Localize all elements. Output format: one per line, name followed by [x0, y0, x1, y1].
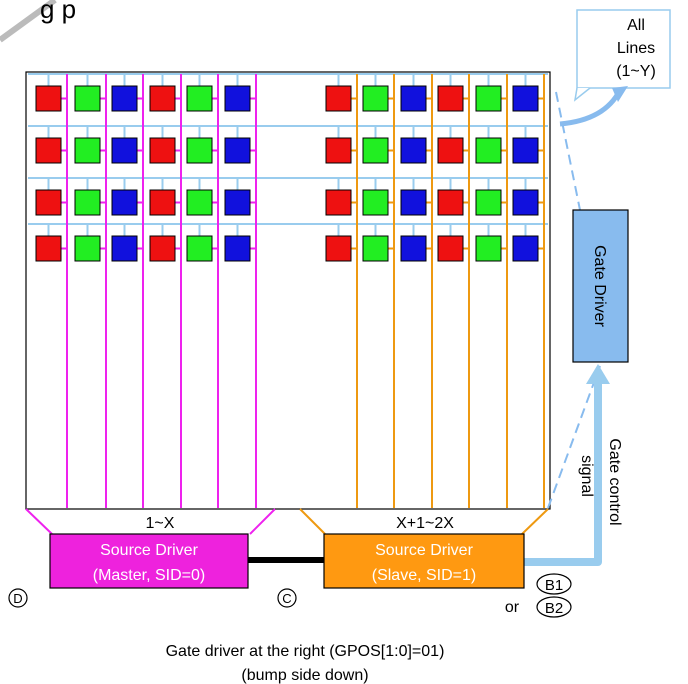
header-fragment: g p [40, 0, 76, 24]
pixel-r3-right-5 [475, 189, 502, 216]
pixel-r1-left-6 [224, 85, 251, 112]
pixel-r4-left-3 [111, 235, 138, 262]
pixel-r2-right-1 [325, 137, 352, 164]
slave-connector [299, 508, 549, 535]
callout-line-2: Lines [617, 40, 655, 57]
pixel-r3-left-3 [111, 189, 138, 216]
gate-connector-bottom [547, 365, 601, 509]
pixel-r4-left-5 [186, 235, 213, 262]
pixel-r4-right-3 [400, 235, 427, 262]
pixel-r2-right-4 [437, 137, 464, 164]
corner-fragment-shape [0, 0, 57, 43]
pixel-r3-right-6 [512, 189, 539, 216]
pixel-r4-right-2 [362, 235, 389, 262]
pixel-r1-right-5 [475, 85, 502, 112]
pixel-r4-left-1 [35, 235, 62, 262]
pixel-r1-right-4 [437, 85, 464, 112]
marker-d: D [8, 588, 28, 608]
display-panel [25, 71, 551, 510]
pixel-r3-left-6 [224, 189, 251, 216]
pixel-r2-right-5 [475, 137, 502, 164]
pixel-r2-right-3 [400, 137, 427, 164]
pixel-r4-right-5 [475, 235, 502, 262]
gate-signal-line-2: signal [578, 455, 595, 497]
callout-arrow-head [612, 86, 628, 102]
marker-b1: B1 [536, 573, 572, 595]
pixel-r2-left-4 [149, 137, 176, 164]
source-lines [66, 74, 545, 508]
pixel-r3-left-2 [74, 189, 101, 216]
pixel-r1-right-3 [400, 85, 427, 112]
range-left: 1~X [146, 515, 175, 532]
marker-c-label: C [282, 591, 291, 606]
pixel-r1-left-1 [35, 85, 62, 112]
pixel-r1-left-5 [186, 85, 213, 112]
pixel-r4-right-6 [512, 235, 539, 262]
pixel-r3-left-5 [186, 189, 213, 216]
pixel-r2-left-5 [186, 137, 213, 164]
pixel-r2-left-1 [35, 137, 62, 164]
callout-arrow [559, 88, 623, 127]
range-right: X+1~2X [396, 515, 454, 532]
pixel-r4-right-1 [325, 235, 352, 262]
gate-control-arrow-head [586, 364, 610, 384]
pixel-r3-right-2 [362, 189, 389, 216]
caption-line-1: Gate driver at the right (GPOS[1:0]=01) [166, 643, 445, 660]
gate-connector-top [555, 91, 581, 211]
pixel-r3-left-1 [35, 189, 62, 216]
marker-c: C [277, 588, 297, 608]
gate-control-arrow [522, 380, 602, 566]
pixel-r3-right-3 [400, 189, 427, 216]
pixel-r1-right-2 [362, 85, 389, 112]
slave-line-1: Source Driver [375, 542, 473, 559]
master-line-1: Source Driver [100, 542, 198, 559]
pixel-r1-left-4 [149, 85, 176, 112]
pixel-r3-right-1 [325, 189, 352, 216]
master-line-2: (Master, SID=0) [93, 567, 205, 584]
marker-b2-label: B2 [545, 600, 563, 617]
pixel-r1-right-1 [325, 85, 352, 112]
pixel-r1-left-3 [111, 85, 138, 112]
gate-driver-label: Gate Driver [591, 245, 608, 327]
pixel-r2-left-6 [224, 137, 251, 164]
pixel-r1-left-2 [74, 85, 101, 112]
callout-line-3: (1~Y) [616, 63, 656, 80]
pixel-r4-left-6 [224, 235, 251, 262]
marker-or: or [505, 599, 520, 616]
pixel-grid [35, 74, 544, 262]
gate-lines [28, 73, 548, 225]
gate-signal-line-1: Gate control [606, 438, 623, 525]
slave-source-driver [323, 533, 525, 589]
marker-b1-label: B1 [545, 577, 563, 594]
pixel-r4-left-4 [149, 235, 176, 262]
pixel-r1-right-6 [512, 85, 539, 112]
pixel-r4-right-4 [437, 235, 464, 262]
caption-line-2: (bump side down) [241, 667, 368, 684]
marker-d-label: D [13, 591, 22, 606]
master-source-driver [49, 533, 249, 589]
callout-line-1: All [627, 17, 645, 34]
pixel-r2-left-2 [74, 137, 101, 164]
slave-line-2: (Slave, SID=1) [372, 567, 476, 584]
pixel-r2-right-6 [512, 137, 539, 164]
gate-driver-box [572, 209, 629, 363]
pixel-r2-right-2 [362, 137, 389, 164]
pixel-r3-right-4 [437, 189, 464, 216]
pixel-r4-left-2 [74, 235, 101, 262]
all-lines-callout: All Lines (1~Y) [573, 9, 671, 102]
master-connector [25, 508, 276, 535]
pixel-r2-left-3 [111, 137, 138, 164]
marker-b2: B2 [536, 596, 572, 618]
pixel-r3-left-4 [149, 189, 176, 216]
